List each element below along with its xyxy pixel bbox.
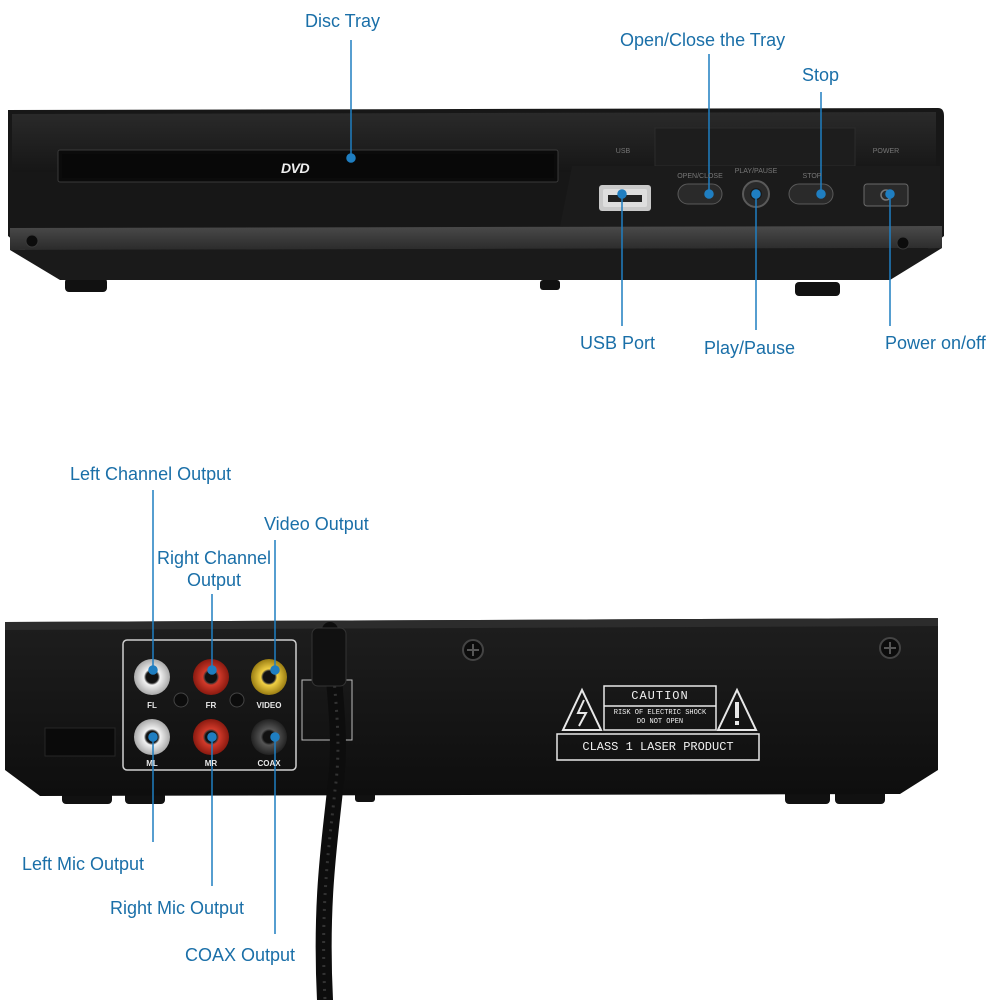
caution-title: CAUTION bbox=[631, 689, 689, 703]
callout-stop: Stop bbox=[802, 65, 840, 85]
callout-lines bbox=[148, 40, 895, 934]
play-pause-panel-label: PLAY/PAUSE bbox=[734, 168, 778, 175]
callout-right-channel: Right Channel Output bbox=[156, 548, 272, 590]
jack-label-coax: COAX bbox=[257, 759, 281, 768]
callout-right-mic: Right Mic Output bbox=[110, 898, 245, 918]
callout-play-pause: Play/Pause bbox=[704, 338, 796, 358]
caution-line-2: DO NOT OPEN bbox=[636, 718, 684, 726]
dvd-logo: DVD bbox=[281, 160, 310, 176]
open-close-button-shape bbox=[677, 183, 723, 205]
jack-label-ml: ML bbox=[146, 759, 158, 768]
front-player bbox=[8, 108, 944, 296]
callout-left-channel: Left Channel Output bbox=[70, 464, 232, 484]
callout-power: Power on/off bbox=[885, 333, 986, 353]
stop-panel-label: STOP bbox=[802, 173, 822, 180]
rear-player bbox=[5, 618, 938, 1000]
jack-label-fl: FL bbox=[147, 701, 157, 710]
jack-label-video: VIDEO bbox=[256, 701, 282, 710]
callout-coax: COAX Output bbox=[185, 945, 296, 965]
jack-label-mr: MR bbox=[204, 759, 218, 768]
jack-label-fr: FR bbox=[205, 701, 217, 710]
stop-button-shape bbox=[788, 183, 834, 205]
open-close-panel-label: OPEN/CLOSE bbox=[677, 173, 723, 180]
laser-class-label: CLASS 1 LASER PRODUCT bbox=[582, 740, 734, 754]
caution-line-1: RISK OF ELECTRIC SHOCK bbox=[613, 709, 707, 717]
callout-usb-port: USB Port bbox=[580, 333, 656, 353]
usb-panel-label: USB bbox=[615, 148, 631, 155]
callout-open-close: Open/Close the Tray bbox=[620, 30, 786, 50]
callout-disc-tray: Disc Tray bbox=[305, 11, 381, 31]
power-panel-label: POWER bbox=[872, 148, 900, 155]
callout-video: Video Output bbox=[264, 514, 369, 534]
callout-left-mic: Left Mic Output bbox=[22, 854, 145, 874]
